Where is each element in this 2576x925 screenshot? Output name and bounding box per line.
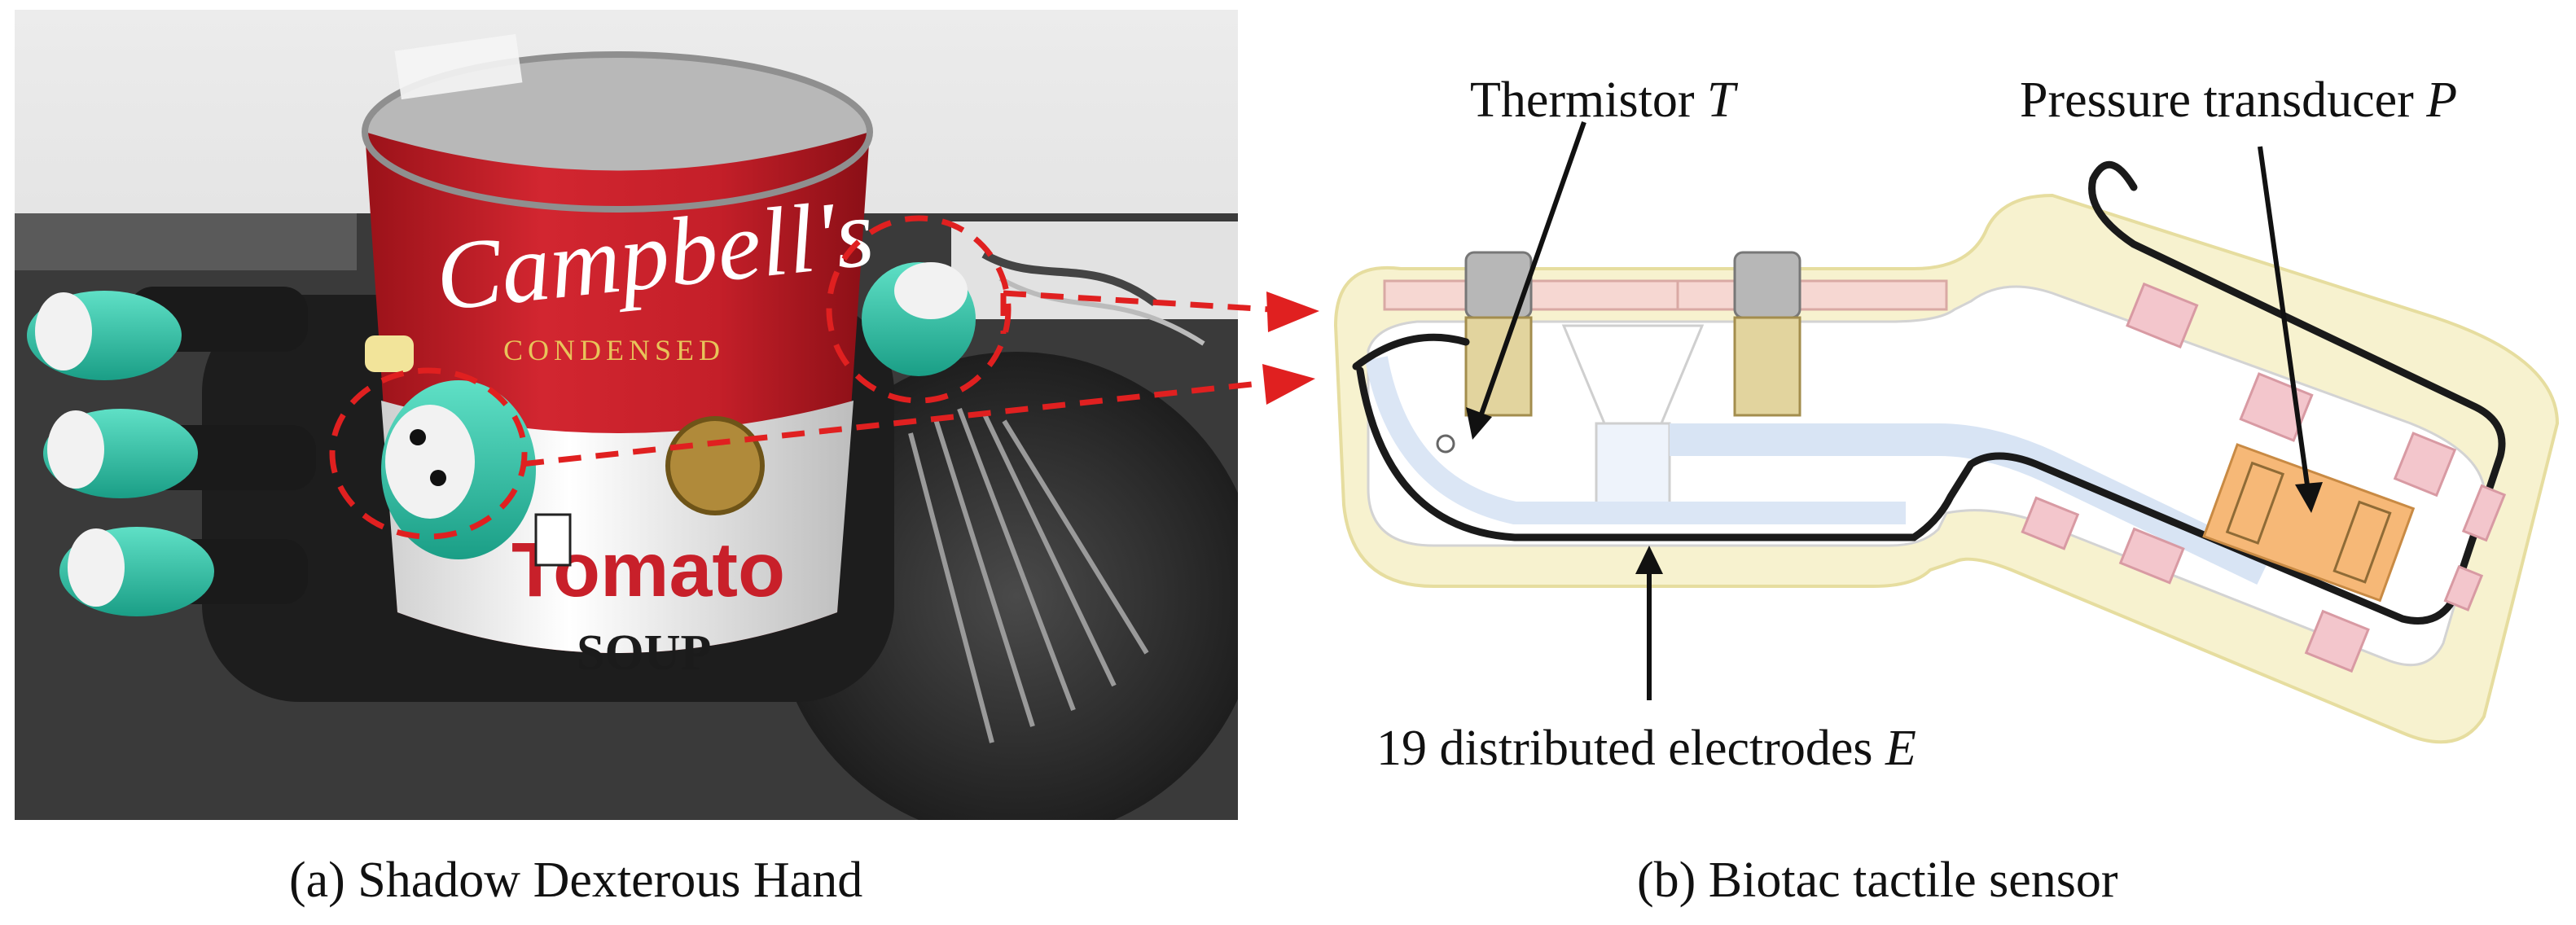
shadow-hand-photo: Campbell's CONDENSED Tomato SOUP xyxy=(15,10,1238,820)
caption-shadow-hand: (a) Shadow Dexterous Hand xyxy=(289,853,863,908)
can-sub: CONDENSED xyxy=(503,334,725,366)
electrodes-label: 19 distributed electrodes E xyxy=(1376,721,1916,776)
caption-biotac: (b) Biotac tactile sensor xyxy=(1637,853,2118,908)
can-type: SOUP xyxy=(577,625,711,681)
pressure-transducer-label: Pressure transducer P xyxy=(2020,72,2458,128)
thermistor-label: Thermistor T xyxy=(1470,72,1736,128)
biotac-diagram xyxy=(1333,121,2560,744)
